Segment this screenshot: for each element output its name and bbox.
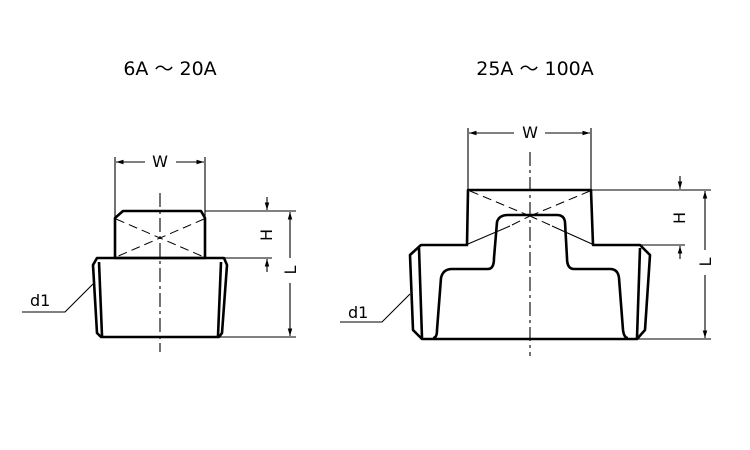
h-label: H [670,212,689,224]
hex-cross-line [529,190,591,217]
hex-cross-line [529,215,551,226]
hex-cross-line [469,190,531,217]
d1-label: d1 [30,291,50,310]
thread-line [635,247,642,339]
hex-cross-line [551,225,593,245]
left-figure-title: 6A ～ 20A [123,58,216,80]
d1-label: d1 [348,303,368,322]
hex-cross-line [467,225,511,245]
right-figure-title: 25A ～ 100A [476,58,594,80]
thread-line [97,261,104,337]
right-figure-large-plug: 25A ～ 100A W H L d1 [340,58,715,356]
w-label: W [522,123,538,142]
d1-leader-line [340,293,411,323]
threaded-body [91,256,229,339]
thread-line [216,261,223,337]
thread-line [417,247,424,339]
left-figure-small-plug: 6A ～ 20A W H L d1 [22,58,300,352]
l-label: L [696,257,715,266]
l-label: L [281,265,300,274]
w-label: W [152,152,168,171]
h-label: H [257,229,276,241]
hex-cross-line [511,215,531,226]
d1-leader-line [22,283,94,313]
